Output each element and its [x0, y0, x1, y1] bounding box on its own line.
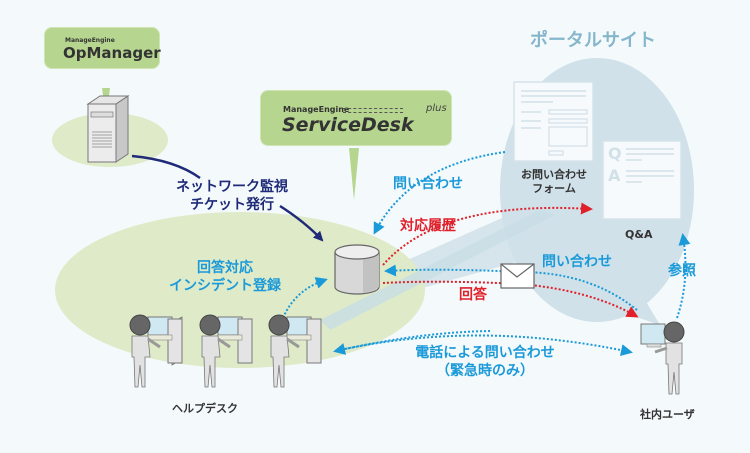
navy-arrow-ticket — [279, 204, 324, 242]
network-monitor-label: ネットワーク監視 チケット発行 — [168, 179, 296, 214]
qa-doc-icon — [602, 140, 682, 220]
portal-site-title: ポータルサイト — [530, 30, 656, 51]
reference-label: 参照 — [668, 263, 696, 279]
servicedesk-logo-stripe — [343, 108, 403, 113]
navy-line-from-opmanager — [131, 154, 201, 180]
internal-user-icon — [640, 321, 685, 395]
arrow-phone-inquiry — [339, 334, 633, 356]
helpdesk-worker-1 — [129, 314, 183, 388]
inquiry-form-arrow-label: 問い合わせ — [393, 176, 463, 192]
servicedesk-product: ServiceDesk — [282, 114, 414, 136]
network-monitor-label-line1: ネットワーク監視 — [176, 179, 288, 195]
qa-q-letter: Q — [608, 144, 622, 163]
servicedesk-bubble-tail — [349, 148, 359, 200]
qa-label: Q&A — [625, 228, 653, 241]
response-incident-label-line1: 回答対応 — [197, 260, 253, 276]
qa-a-letter: A — [608, 166, 621, 185]
opmanager-brand: ManageEngine — [65, 37, 115, 44]
internal-user-label: 社内ユーザ — [640, 408, 695, 421]
database-icon — [334, 244, 380, 295]
servicedesk-logo-bubble: ManageEngine ServiceDesk plus — [260, 90, 452, 146]
inquiry-form-label-line2: フォーム — [532, 181, 576, 195]
helpdesk-label: ヘルプデスク — [172, 402, 238, 415]
servicedesk-brand: ManageEngine — [283, 105, 350, 114]
phone-inquiry-label-line2: （緊急時のみ） — [436, 362, 534, 379]
opmanager-product: OpManager — [63, 44, 161, 62]
inquiry-form-label-line1: お問い合わせ — [521, 168, 587, 181]
arrow-history — [382, 202, 593, 266]
inquiry-form-label: お問い合わせ フォーム — [514, 168, 594, 196]
network-monitor-label-line2: チケット発行 — [190, 196, 274, 213]
answer-label: 回答 — [459, 287, 487, 303]
arrow-reference — [676, 233, 691, 319]
arrow-phone-inquiry-back — [333, 330, 491, 355]
helpdesk-worker-3 — [268, 314, 322, 388]
phone-inquiry-label-line1: 電話による問い合わせ — [415, 345, 555, 361]
arrow-incident-register — [282, 277, 328, 319]
opmanager-server-icon — [86, 95, 130, 163]
phone-inquiry-label: 電話による問い合わせ （緊急時のみ） — [405, 345, 565, 380]
portal-streak — [320, 210, 555, 330]
history-label: 対応履歴 — [400, 218, 456, 234]
mail-icon — [500, 263, 535, 289]
opmanager-logo-bubble: ManageEngine OpManager — [44, 27, 161, 69]
inquiry-form-doc-icon — [513, 81, 594, 162]
helpdesk-worker-2 — [199, 314, 253, 388]
servicedesk-suffix: plus — [426, 103, 447, 114]
response-incident-label-line2: インシデント登録 — [169, 277, 281, 294]
inquiry-mail-label: 問い合わせ — [542, 254, 612, 270]
arrow-inquiry-form — [373, 151, 506, 235]
response-incident-label: 回答対応 インシデント登録 — [160, 260, 290, 295]
